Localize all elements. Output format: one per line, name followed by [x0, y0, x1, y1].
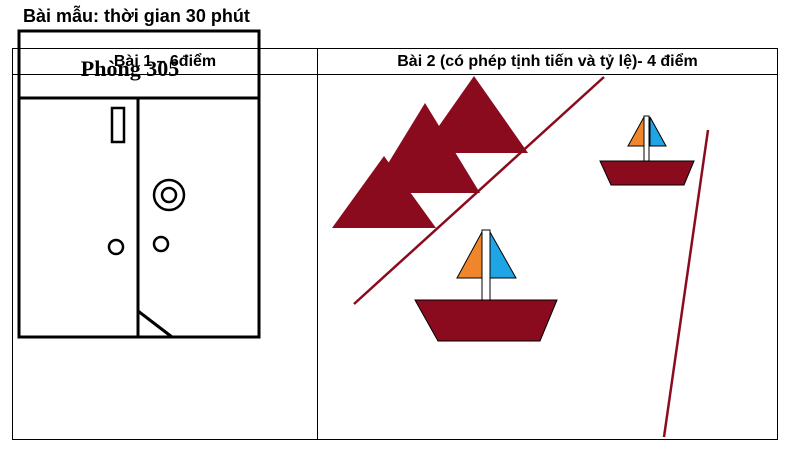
column-header-exercise-1: Bài 1 – 6điểm: [113, 53, 217, 70]
exercise-table: Bài 1 – 6điểm Bài 2 (có phép tịnh tiến v…: [12, 48, 778, 440]
mountain-right: [420, 76, 528, 153]
large-boat-sail-right: [489, 230, 517, 279]
page-title: Bài mẫu: thời gian 30 phút: [23, 6, 250, 26]
transform-figure: [332, 76, 710, 438]
door-knob-left: [107, 238, 125, 256]
door-figure: Phòng 305: [17, 29, 261, 339]
door-peephole-inner: [160, 186, 178, 204]
door-window-slot: [110, 106, 126, 144]
column-divider: [317, 49, 318, 439]
diagonal-line-right: [662, 129, 710, 438]
large-boat-hull: [414, 299, 558, 342]
small-boat-sail-right: [649, 116, 667, 147]
small-boat-hull: [599, 160, 695, 186]
small-boat-sail-left: [627, 116, 645, 147]
diagonal-line-left: [353, 76, 605, 305]
door-knob-right: [152, 235, 170, 253]
door-stopper-line: [137, 309, 173, 339]
column-header-exercise-2: Bài 2 (có phép tịnh tiến và tỷ lệ)- 4 đi…: [397, 53, 698, 70]
room-number-label: Phòng 305: [81, 56, 179, 81]
header-divider: [13, 74, 777, 75]
large-boat-sail-left: [456, 231, 483, 279]
large-boat-mast: [481, 229, 491, 301]
door-peephole-outer: [152, 178, 186, 212]
small-boat-mast: [643, 115, 650, 162]
